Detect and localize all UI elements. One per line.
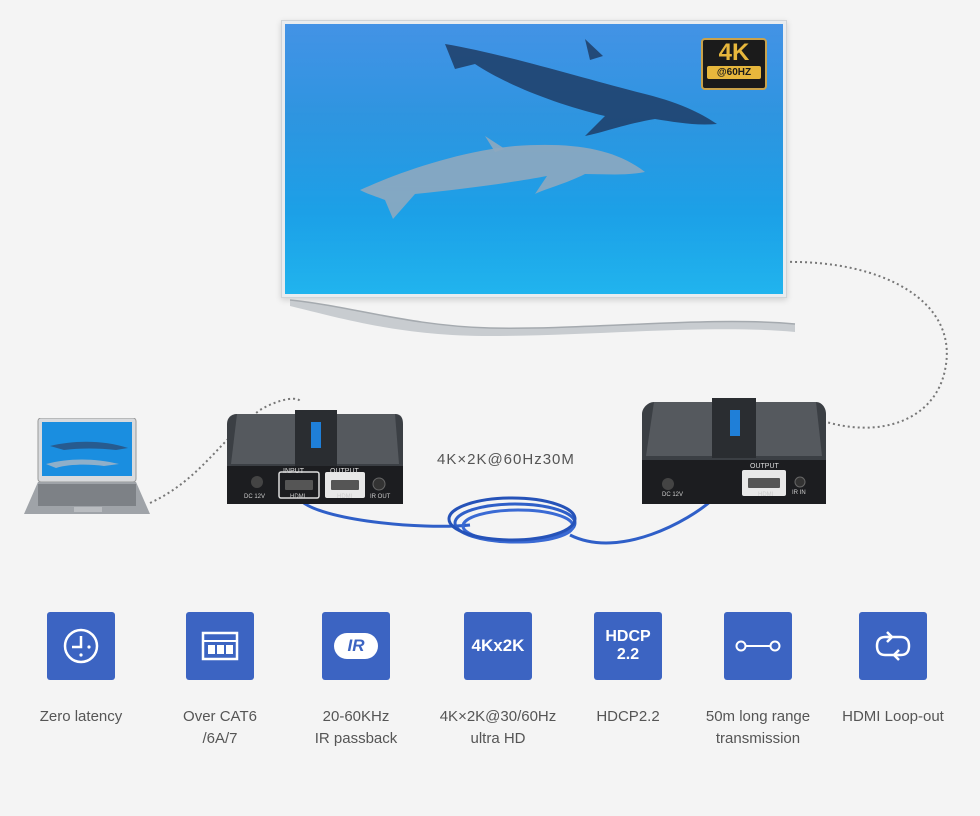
clock-icon [47, 612, 115, 680]
feature-list: Zero latency Over CAT6 /6A/7 IR 20-60KHz… [0, 612, 980, 772]
feature-label: Over CAT6 /6A/7 [183, 708, 257, 747]
feature-label: 50m long range transmission [705, 708, 811, 747]
product-scene: 4K @60HZ INPUT OUTPUT DC 12V HDMI HDMI [24, 20, 948, 545]
tx-power-label: DC 12V [244, 494, 266, 500]
feature-ir: IR 20-60KHz IR passback [296, 612, 416, 750]
cable-spec-label: 4K×2K@60Hz30M [437, 451, 575, 468]
ir-icon: IR [322, 612, 390, 680]
rx-output-label: OUTPUT [750, 463, 779, 470]
feature-cat6: Over CAT6 /6A/7 [160, 612, 280, 750]
badge-4k-text: 4K [718, 39, 750, 66]
cable-range-icon [724, 612, 792, 680]
4k-icon-text: 4Kx2K [471, 636, 525, 655]
feature-label: Zero latency [39, 708, 123, 725]
tv-display: 4K @60HZ [281, 20, 787, 298]
tx-output-label: OUTPUT [330, 468, 359, 475]
ethernet-cable-coil [447, 496, 577, 542]
tx-hdmi-in-label: HDMI [290, 494, 306, 500]
hdcp-icon-version: 2.2 [616, 646, 640, 663]
tx-hdmi-out-label: HDMI [337, 494, 353, 500]
ethernet-port-icon [186, 612, 254, 680]
tv-screen: 4K @60HZ [285, 24, 783, 294]
hdcp-icon-text: HDCP [605, 628, 651, 645]
tv-stand [290, 299, 796, 336]
feature-zero-latency: Zero latency [21, 612, 141, 728]
ethernet-cable-left [298, 498, 471, 528]
feature-label: HDCP2.2 [596, 708, 660, 725]
rx-ir-label: IR IN [792, 490, 806, 496]
4k-badge: 4K @60HZ [701, 38, 767, 90]
4k-icon: 4Kx2K [464, 612, 532, 680]
feature-50m: 50m long range transmission [698, 612, 818, 750]
feature-hdcp: HDCP 2.2 HDCP2.2 [568, 612, 688, 728]
hdcp-icon: HDCP 2.2 [594, 612, 662, 680]
ir-icon-text: IR [347, 636, 365, 655]
feature-label: 20-60KHz IR passback [314, 708, 398, 747]
rx-hdmi-out-label: HDMI [758, 492, 774, 498]
rx-power-label: DC 12V [662, 492, 684, 498]
feature-label: HDMI Loop-out [842, 708, 944, 725]
connection-lines [149, 260, 948, 545]
laptop [24, 418, 150, 514]
tx-input-label: INPUT [283, 468, 304, 475]
dolphins-image [285, 24, 783, 294]
feature-4k: 4Kx2K 4K×2K@30/60Hz ultra HD [438, 612, 558, 750]
feature-label: 4K×2K@30/60Hz ultra HD [439, 708, 557, 747]
ethernet-cable-right [569, 498, 714, 545]
badge-refresh-text: @60HZ [707, 66, 761, 79]
loop-icon [859, 612, 927, 680]
transmitter-unit [227, 410, 403, 504]
tv-hdmi-cable [784, 260, 948, 429]
receiver-unit [642, 398, 826, 504]
feature-loop-out: HDMI Loop-out [833, 612, 953, 728]
tx-ir-label: IR OUT [370, 494, 391, 500]
